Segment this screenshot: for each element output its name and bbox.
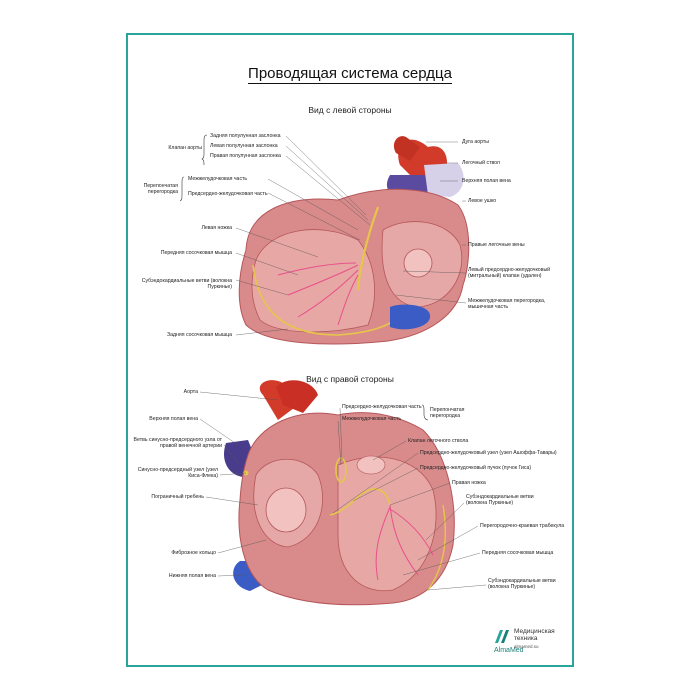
valve-orifice: [403, 248, 433, 278]
pulmonary-valve: [356, 455, 386, 475]
label-left-auricle: Левое ушко: [468, 198, 497, 204]
label-purkinje-top: Субэндокардиальные ветви (волокна Пуркин…: [141, 278, 232, 290]
label-posterior-papillary: Задняя сосочковая мышца: [167, 332, 232, 338]
bottom-heart-illustration: [199, 380, 487, 606]
label-posterior-cusp: Задняя полулунная заслонка: [210, 133, 281, 139]
bottom-view-subtitle: Вид с правой стороны: [306, 374, 394, 384]
label-purkinje-bottom: Субэндокардиальные ветви (волокна Пуркин…: [466, 494, 534, 506]
label-ivc-bottom: Нижняя полая вена: [168, 573, 216, 579]
label-interventricular-part-top: Межжелудочковая часть: [188, 176, 248, 182]
label-septomarginal-trabecula: Перегородочно-краевая трабекула: [480, 523, 565, 529]
label-av-part-bottom: Предсердно-желудочковая часть: [342, 404, 422, 410]
aorta-branch: [393, 136, 420, 161]
label-mitral-valve: Левый предсердно-желудочковый (митральны…: [468, 267, 551, 279]
conduction-outline-top: [252, 264, 391, 336]
top-heart-illustration: [179, 134, 470, 345]
label-his-bundle: Предсердно-желудочковый пучок (пучок Гис…: [420, 465, 532, 471]
his-bundle: [329, 488, 391, 516]
almamed-logo-icon: [495, 630, 509, 643]
label-svc-top: Верхняя полая вена: [462, 178, 511, 184]
label-membranous-septum-top: Перепончатая перегородка: [143, 183, 178, 195]
label-anterior-papillary-top: Передняя сосочковая мышца: [160, 250, 232, 256]
conduction-outline-bottom: [427, 504, 447, 591]
label-sa-node-artery: Ветвь синусно-предсердного узла от право…: [133, 437, 222, 449]
label-pulmonary-trunk: Легочный ствол: [462, 160, 500, 166]
label-aortic-valve: Клапан аорты: [168, 145, 202, 151]
label-purkinje-bottom-2: Субэндокардиальные ветви (волокна Пуркин…: [488, 578, 556, 590]
label-right-cusp: Правая полулунная заслонка: [210, 153, 281, 159]
left-ventricle-cavity: [251, 229, 375, 333]
leader-lines-bottom: [199, 391, 487, 591]
purkinje-fibers-top: [277, 262, 359, 326]
label-pulmonary-valve: Клапан легочного ствола: [408, 438, 469, 444]
aorta-bottom: [259, 380, 298, 420]
tricuspid-orifice: [265, 487, 307, 533]
septum-bracket-bottom: [421, 404, 429, 421]
label-right-bundle: Правая ножка: [452, 480, 486, 486]
conduction-bundle-top: [356, 206, 380, 291]
septum-bracket-top: [179, 176, 185, 202]
label-av-part-top: Предсердно-желудочковая часть: [188, 191, 268, 197]
ivc-top: [390, 304, 431, 330]
label-aortic-arch: Дуга аорты: [462, 139, 489, 145]
label-sa-node: Синусно-предсердный узел (узел Киса-Флек…: [137, 467, 218, 479]
label-fibrous-ring: Фиброзное кольцо: [171, 550, 216, 556]
membranous-septum-outline: [335, 457, 347, 483]
leader-lines-top: [235, 135, 467, 336]
aorta-arch-bottom: [276, 380, 318, 413]
poster-frame: Проводящая система сердца Вид с левой ст…: [126, 33, 574, 667]
label-interventricular-part-bottom: Межжелудочковая часть: [342, 416, 402, 422]
logo-company-name: Медицинская техника: [514, 628, 555, 642]
label-left-cusp: Левая полулунная заслонка: [210, 143, 278, 149]
label-right-pulmonary-veins: Правые легочные вены: [468, 242, 525, 248]
label-aorta: Аорта: [183, 389, 198, 395]
label-crista-terminalis: Пограничный гребень: [151, 494, 204, 500]
pulmonary-trunk: [424, 163, 464, 197]
label-anterior-papillary-bottom: Передняя сосочковая мышца: [482, 550, 554, 556]
label-muscular-septum: Межжелудочковая перегородка, мышечная ча…: [468, 298, 546, 310]
heart-illustrations: [179, 134, 487, 606]
label-left-bundle: Левая ножка: [201, 225, 232, 231]
top-view-subtitle: Вид с левой стороны: [308, 105, 392, 115]
logo-brand: AlmaMed: [494, 647, 524, 654]
label-av-node: Предсердно-желудочковый узел (узел Ашофф…: [420, 450, 557, 456]
label-svc-bottom: Верхняя полая вена: [149, 416, 198, 422]
logo-site: almamed.su: [514, 644, 539, 649]
label-membranous-septum-bottom: Перепончатая перегородка: [430, 407, 465, 419]
purkinje-fibers-bottom: [375, 504, 434, 581]
valve-bracket: [201, 134, 208, 166]
poster-title: Проводящая система сердца: [248, 65, 452, 84]
